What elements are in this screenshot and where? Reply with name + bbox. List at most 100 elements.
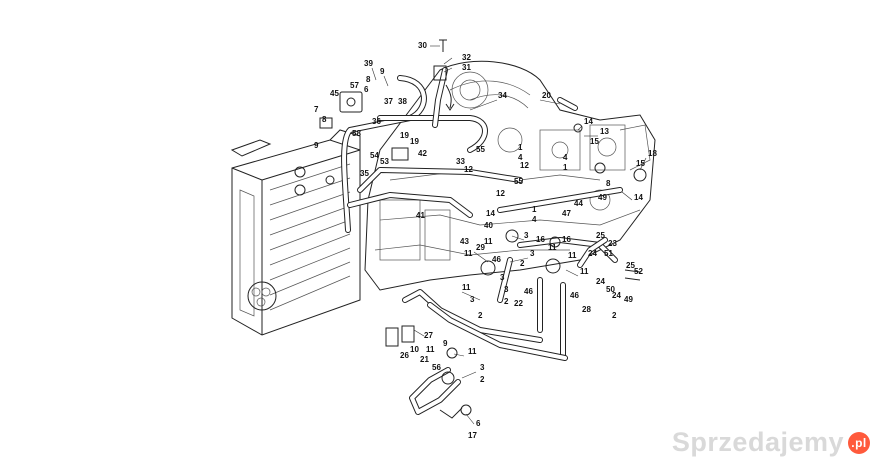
callout-label: 39 <box>364 59 373 68</box>
callout-label: 54 <box>370 151 379 160</box>
callout-label: 14 <box>486 209 495 218</box>
callout-label: 4 <box>563 153 568 162</box>
watermark-logo: Sprzedajemy .pl <box>672 427 870 458</box>
callout-label: 6 <box>476 419 481 428</box>
callout-label: 13 <box>600 127 609 136</box>
callout-label: 52 <box>634 267 643 276</box>
callout-label: 14 <box>634 193 643 202</box>
callout-label: 24 <box>612 291 621 300</box>
radiator-block <box>230 129 361 336</box>
callout-label: 46 <box>570 291 579 300</box>
callout-label: 12 <box>496 189 505 198</box>
callout-label: 34 <box>498 91 507 100</box>
callout-label: 55 <box>514 177 523 186</box>
callout-label: 1 <box>532 205 537 214</box>
watermark-tld-badge: .pl <box>848 431 870 454</box>
callout-labels: 30 32 31 39 9 8 57 6 45 37 38 34 20 7 8 … <box>314 41 657 440</box>
callout-label: 11 <box>426 345 435 354</box>
callout-label: 38 <box>398 97 407 106</box>
callout-label: 55 <box>476 145 485 154</box>
callout-label: 49 <box>624 295 633 304</box>
callout-label: 50 <box>606 285 615 294</box>
callout-label: 8 <box>322 115 327 124</box>
callout-label: 25 <box>626 261 635 270</box>
callout-label: 3 <box>500 273 505 282</box>
callout-label: 6 <box>364 85 369 94</box>
callout-label: 56 <box>432 363 441 372</box>
watermark-brand: Sprzedajemy <box>671 427 844 457</box>
callout-label: 4 <box>518 153 523 162</box>
callout-label: 2 <box>504 297 509 306</box>
callout-label: 28 <box>582 305 591 314</box>
callout-label: 2 <box>612 311 617 320</box>
callout-label: 11 <box>580 267 589 276</box>
callout-label: 36 <box>372 117 381 126</box>
callout-label: 14 <box>584 117 593 126</box>
callout-label: 11 <box>568 251 577 260</box>
fittings <box>319 39 647 419</box>
callout-label: 58 <box>352 129 361 138</box>
callout-label: 35 <box>360 169 369 178</box>
callout-label: 16 <box>562 235 571 244</box>
callout-label: 44 <box>574 199 583 208</box>
callout-label: 24 <box>596 277 605 286</box>
callout-label: 46 <box>524 287 533 296</box>
callout-label: 11 <box>464 249 473 258</box>
callout-label: 41 <box>416 211 425 220</box>
callout-label: 26 <box>400 351 409 360</box>
callout-label: 51 <box>604 249 613 258</box>
callout-label: 2 <box>520 259 525 268</box>
callout-label: 25 <box>596 231 605 240</box>
callout-label: 53 <box>380 157 389 166</box>
callout-label: 11 <box>462 283 471 292</box>
callout-label: 16 <box>536 235 545 244</box>
callout-label: 7 <box>314 105 319 114</box>
callout-label: 17 <box>468 431 477 440</box>
callout-label: 3 <box>524 231 529 240</box>
callout-label: 15 <box>636 159 645 168</box>
callout-label: 20 <box>542 91 551 100</box>
callout-label: 45 <box>330 89 339 98</box>
callout-label: 27 <box>424 331 433 340</box>
callout-label: 10 <box>410 345 419 354</box>
callout-label: 30 <box>418 41 427 50</box>
callout-label: 9 <box>380 67 385 76</box>
callout-label: 42 <box>418 149 427 158</box>
callout-label: 40 <box>484 221 493 230</box>
callout-label: 29 <box>476 243 485 252</box>
callout-label: 12 <box>520 161 529 170</box>
callout-label: 57 <box>350 81 359 90</box>
callout-label: 3 <box>480 363 485 372</box>
callout-label: 11 <box>548 243 557 252</box>
callout-label: 15 <box>590 137 599 146</box>
callout-label: 19 <box>410 137 419 146</box>
callout-label: 18 <box>648 149 657 158</box>
callout-label: 2 <box>478 311 483 320</box>
callout-label: 4 <box>532 215 537 224</box>
callout-label: 9 <box>314 141 319 150</box>
callout-label: 1 <box>518 143 523 152</box>
transmission-housing <box>364 60 656 291</box>
hoses <box>341 67 623 415</box>
callout-label: 32 <box>462 53 471 62</box>
callout-label: 3 <box>504 285 509 294</box>
callout-label: 23 <box>608 239 617 248</box>
callout-label: 3 <box>470 295 475 304</box>
callout-label: 49 <box>598 193 607 202</box>
callout-label: 11 <box>468 347 477 356</box>
direction-arrow <box>445 84 455 111</box>
leader-lines <box>371 45 647 425</box>
callout-label: 33 <box>456 157 465 166</box>
callout-label: 2 <box>480 375 485 384</box>
callout-label: 46 <box>492 255 501 264</box>
callout-label: 8 <box>366 75 371 84</box>
callout-label: 31 <box>462 63 471 72</box>
callout-label: 9 <box>443 339 448 348</box>
callout-label: 43 <box>460 237 469 246</box>
callout-label: 24 <box>588 249 597 258</box>
callout-label: 19 <box>400 131 409 140</box>
callout-label: 22 <box>514 299 523 308</box>
callout-label: 8 <box>606 179 611 188</box>
callout-label: 12 <box>464 165 473 174</box>
callout-label: 37 <box>384 97 393 106</box>
